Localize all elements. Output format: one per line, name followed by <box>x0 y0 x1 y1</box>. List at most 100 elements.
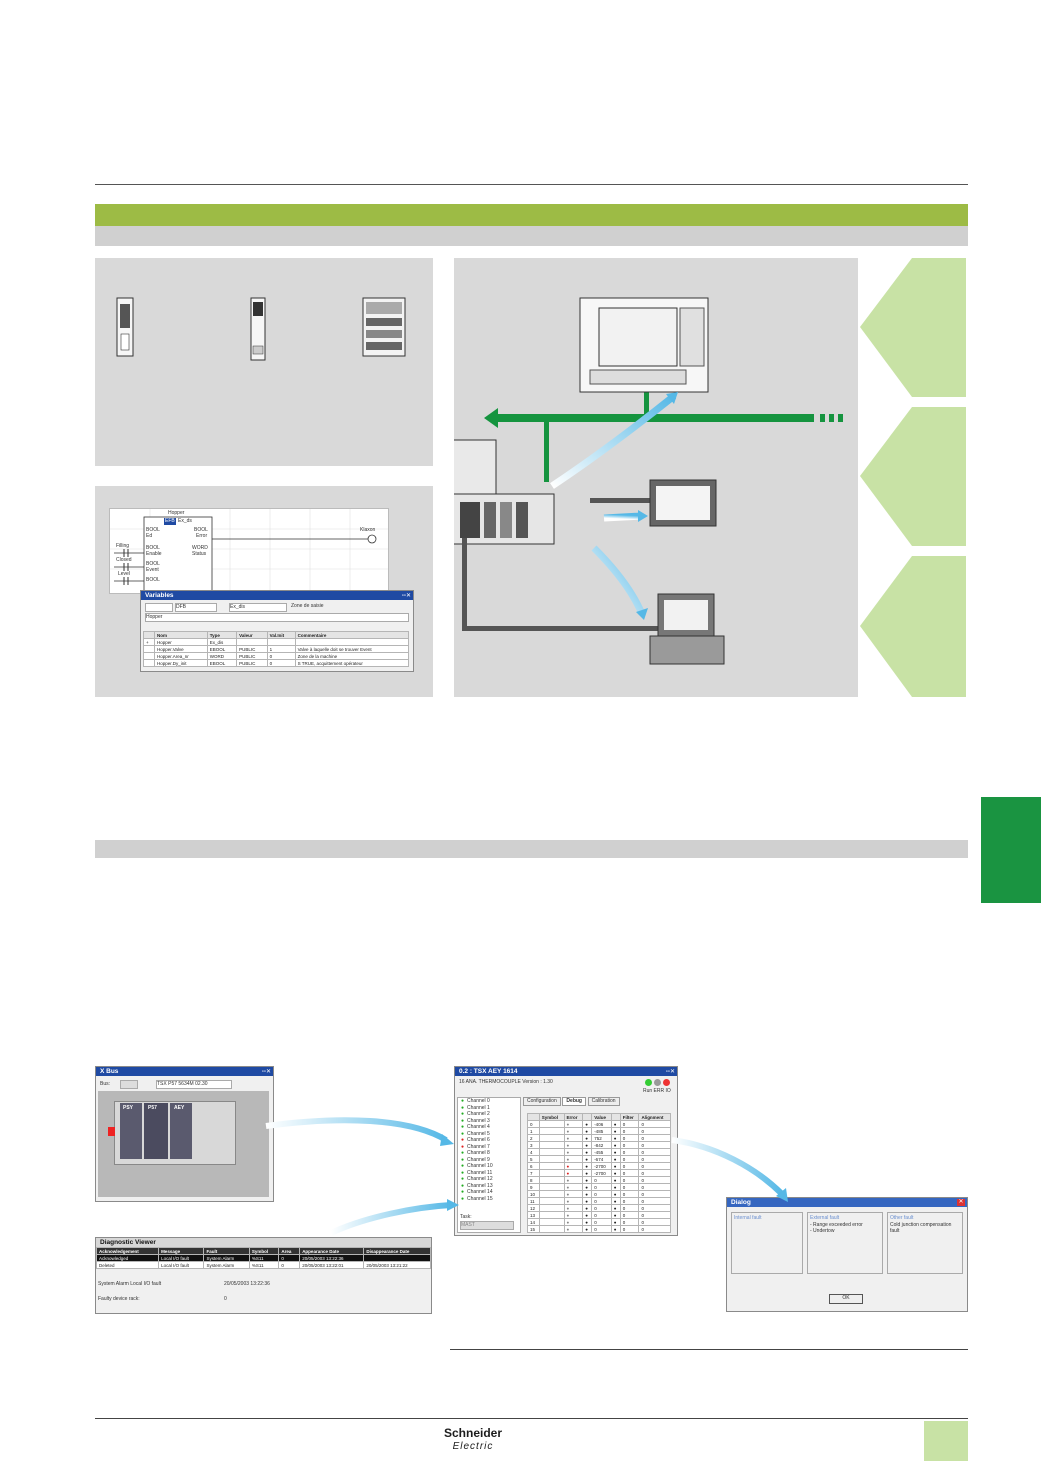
indicator-cell: ● <box>582 1197 593 1205</box>
ok-button[interactable]: OK <box>829 1294 863 1304</box>
list-item[interactable]: ●Channel 3 <box>458 1118 520 1125</box>
row-index: 15 <box>527 1225 540 1233</box>
list-item[interactable]: ●Channel 7 <box>458 1144 520 1151</box>
other-fault-box: Other fault Cold junction compensation f… <box>887 1212 963 1274</box>
channel-label: Channel 14 <box>467 1189 493 1195</box>
module-label: P57 <box>148 1105 157 1111</box>
list-item[interactable]: ●Channel 14 <box>458 1189 520 1196</box>
column-header[interactable]: Type <box>206 631 238 639</box>
list-item[interactable]: ●Channel 1 <box>458 1105 520 1112</box>
list-item[interactable]: ●Channel 13 <box>458 1183 520 1190</box>
filter-checkbox[interactable] <box>145 603 173 612</box>
list-item[interactable]: ●Channel 4 <box>458 1124 520 1131</box>
column-header[interactable]: Area <box>278 1247 301 1255</box>
rack-view: PSY P57 AEY <box>98 1091 269 1197</box>
column-header[interactable]: Nom <box>153 631 208 639</box>
tab-configuration[interactable]: Configuration <box>523 1097 561 1106</box>
io-led <box>663 1079 670 1086</box>
tab-calibration[interactable]: Calibration <box>587 1097 620 1106</box>
list-item[interactable]: ●Channel 6 <box>458 1137 520 1144</box>
window-controls[interactable]: ▫▫✕ <box>261 1069 271 1075</box>
fault-dialog: Dialog ✕ Internal fault External fault -… <box>726 1197 968 1312</box>
list-item[interactable]: ●Channel 0 <box>458 1098 520 1105</box>
task-select[interactable]: MAST <box>460 1221 514 1230</box>
xbus-window-title: X Bus <box>96 1067 273 1076</box>
symbol-cell <box>538 1218 565 1226</box>
table-cell: 1 <box>266 645 296 653</box>
indicator-cell: ● <box>610 1155 621 1163</box>
channel-label: Channel 9 <box>467 1156 490 1163</box>
variables-window-title: Variables <box>141 591 413 600</box>
table-cell: PUBLIC <box>236 659 268 667</box>
aey-subtitle: 16 ANA. THERMOCOUPLE Version : 1.30 <box>459 1079 553 1085</box>
column-header[interactable]: Acknowledgement <box>96 1247 160 1255</box>
psy-module[interactable] <box>120 1103 142 1159</box>
type-select[interactable]: DFB <box>175 603 217 612</box>
column-header[interactable]: Disappearance Date <box>363 1247 431 1255</box>
filter-input[interactable]: Hopper <box>145 613 409 622</box>
rack-select[interactable]: TSX P57 5634M 02.30 <box>156 1080 232 1089</box>
bus-field[interactable] <box>120 1080 138 1089</box>
list-item[interactable]: ●Channel 8 <box>458 1150 520 1157</box>
column-header[interactable] <box>143 631 155 639</box>
close-icon[interactable]: ✕ <box>957 1199 965 1206</box>
column-header[interactable]: Valeur <box>236 631 268 639</box>
list-item[interactable]: ●Channel 5 <box>458 1131 520 1138</box>
column-header[interactable]: Commentaire <box>294 631 410 639</box>
row-index: 7 <box>527 1169 540 1177</box>
list-item[interactable]: ●Channel 12 <box>458 1176 520 1183</box>
error-cell: ● <box>563 1120 584 1128</box>
list-item[interactable]: ●Channel 9 <box>458 1157 520 1164</box>
checkbox-label[interactable]: Zone de saisie <box>291 603 324 609</box>
error-cell: ● <box>563 1162 584 1170</box>
indicator-cell: ● <box>582 1141 593 1149</box>
column-header[interactable]: Appearance Date <box>299 1247 365 1255</box>
column-header[interactable]: Val.Init <box>266 631 296 639</box>
window-controls[interactable]: ▫▫✕ <box>401 593 411 599</box>
list-item[interactable]: ●Channel 10 <box>458 1163 520 1170</box>
aey-module[interactable] <box>170 1103 192 1159</box>
row-index: 14 <box>527 1218 540 1226</box>
name-select[interactable]: Ex_dis <box>229 603 287 612</box>
column-header[interactable]: Fault <box>203 1247 250 1255</box>
fb-instance[interactable]: EFB <box>164 518 176 525</box>
list-item[interactable]: ●Channel 2 <box>458 1111 520 1118</box>
err-led <box>654 1079 661 1086</box>
indicator-cell: ● <box>610 1169 621 1177</box>
side-tab-1 <box>860 258 966 397</box>
error-cell: ● <box>563 1127 584 1135</box>
window-controls[interactable]: ▫▫✕ <box>665 1069 675 1075</box>
tab-debug[interactable]: Debug <box>562 1097 586 1106</box>
table-cell: EBOOL <box>206 645 238 653</box>
error-cell: ● <box>563 1148 584 1156</box>
row-index: 9 <box>527 1183 540 1191</box>
list-item[interactable]: ●Channel 11 <box>458 1170 520 1177</box>
list-item[interactable]: ●Channel 15 <box>458 1196 520 1203</box>
column-header[interactable]: Message <box>158 1247 205 1255</box>
column-header[interactable]: Symbol <box>248 1247 280 1255</box>
header-rule <box>95 184 968 185</box>
cpu-module[interactable] <box>144 1103 168 1159</box>
